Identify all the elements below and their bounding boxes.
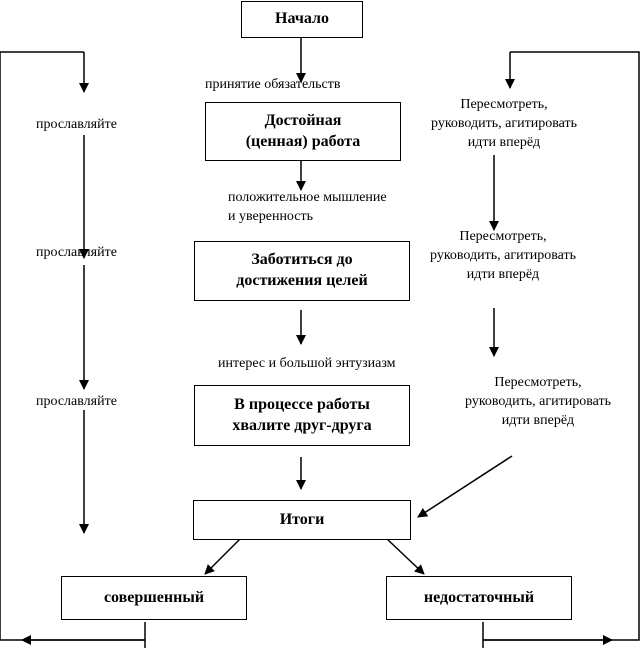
perfect-box: совершенный	[61, 576, 247, 620]
label-review-1: Пересмотреть, руководить, агитировать ид…	[431, 97, 577, 150]
care-goals-box: Заботиться до достижения целей	[194, 241, 410, 301]
insufficient-box: недостаточный	[386, 576, 572, 620]
left-loop-line	[0, 51, 145, 641]
label-commitment: принятие обязательств	[205, 77, 341, 92]
worthy-work-box: Достойная (ценная) работа	[205, 102, 401, 161]
praise-box: В процессе работы хвалите друг-друга	[194, 385, 410, 446]
label-interest: интерес и большой энтузиазм	[218, 356, 396, 371]
label-review-3: Пересмотреть, руководить, агитировать ид…	[465, 375, 611, 428]
results-box: Итоги	[193, 500, 411, 540]
label-review-2: Пересмотреть, руководить, агитировать ид…	[430, 229, 576, 282]
arrow-right-diag	[417, 455, 513, 518]
start-box: Начало	[241, 1, 363, 38]
label-glorify-1: прославляйте	[36, 117, 117, 132]
label-glorify-3: прославляйте	[36, 394, 117, 409]
label-glorify-2: прославляйте	[36, 245, 117, 260]
label-positive-thinking: положительное мышление и уверенность	[228, 190, 387, 224]
arrow-results-to-perfect	[204, 538, 241, 575]
arrow-results-to-insufficient	[386, 538, 425, 575]
